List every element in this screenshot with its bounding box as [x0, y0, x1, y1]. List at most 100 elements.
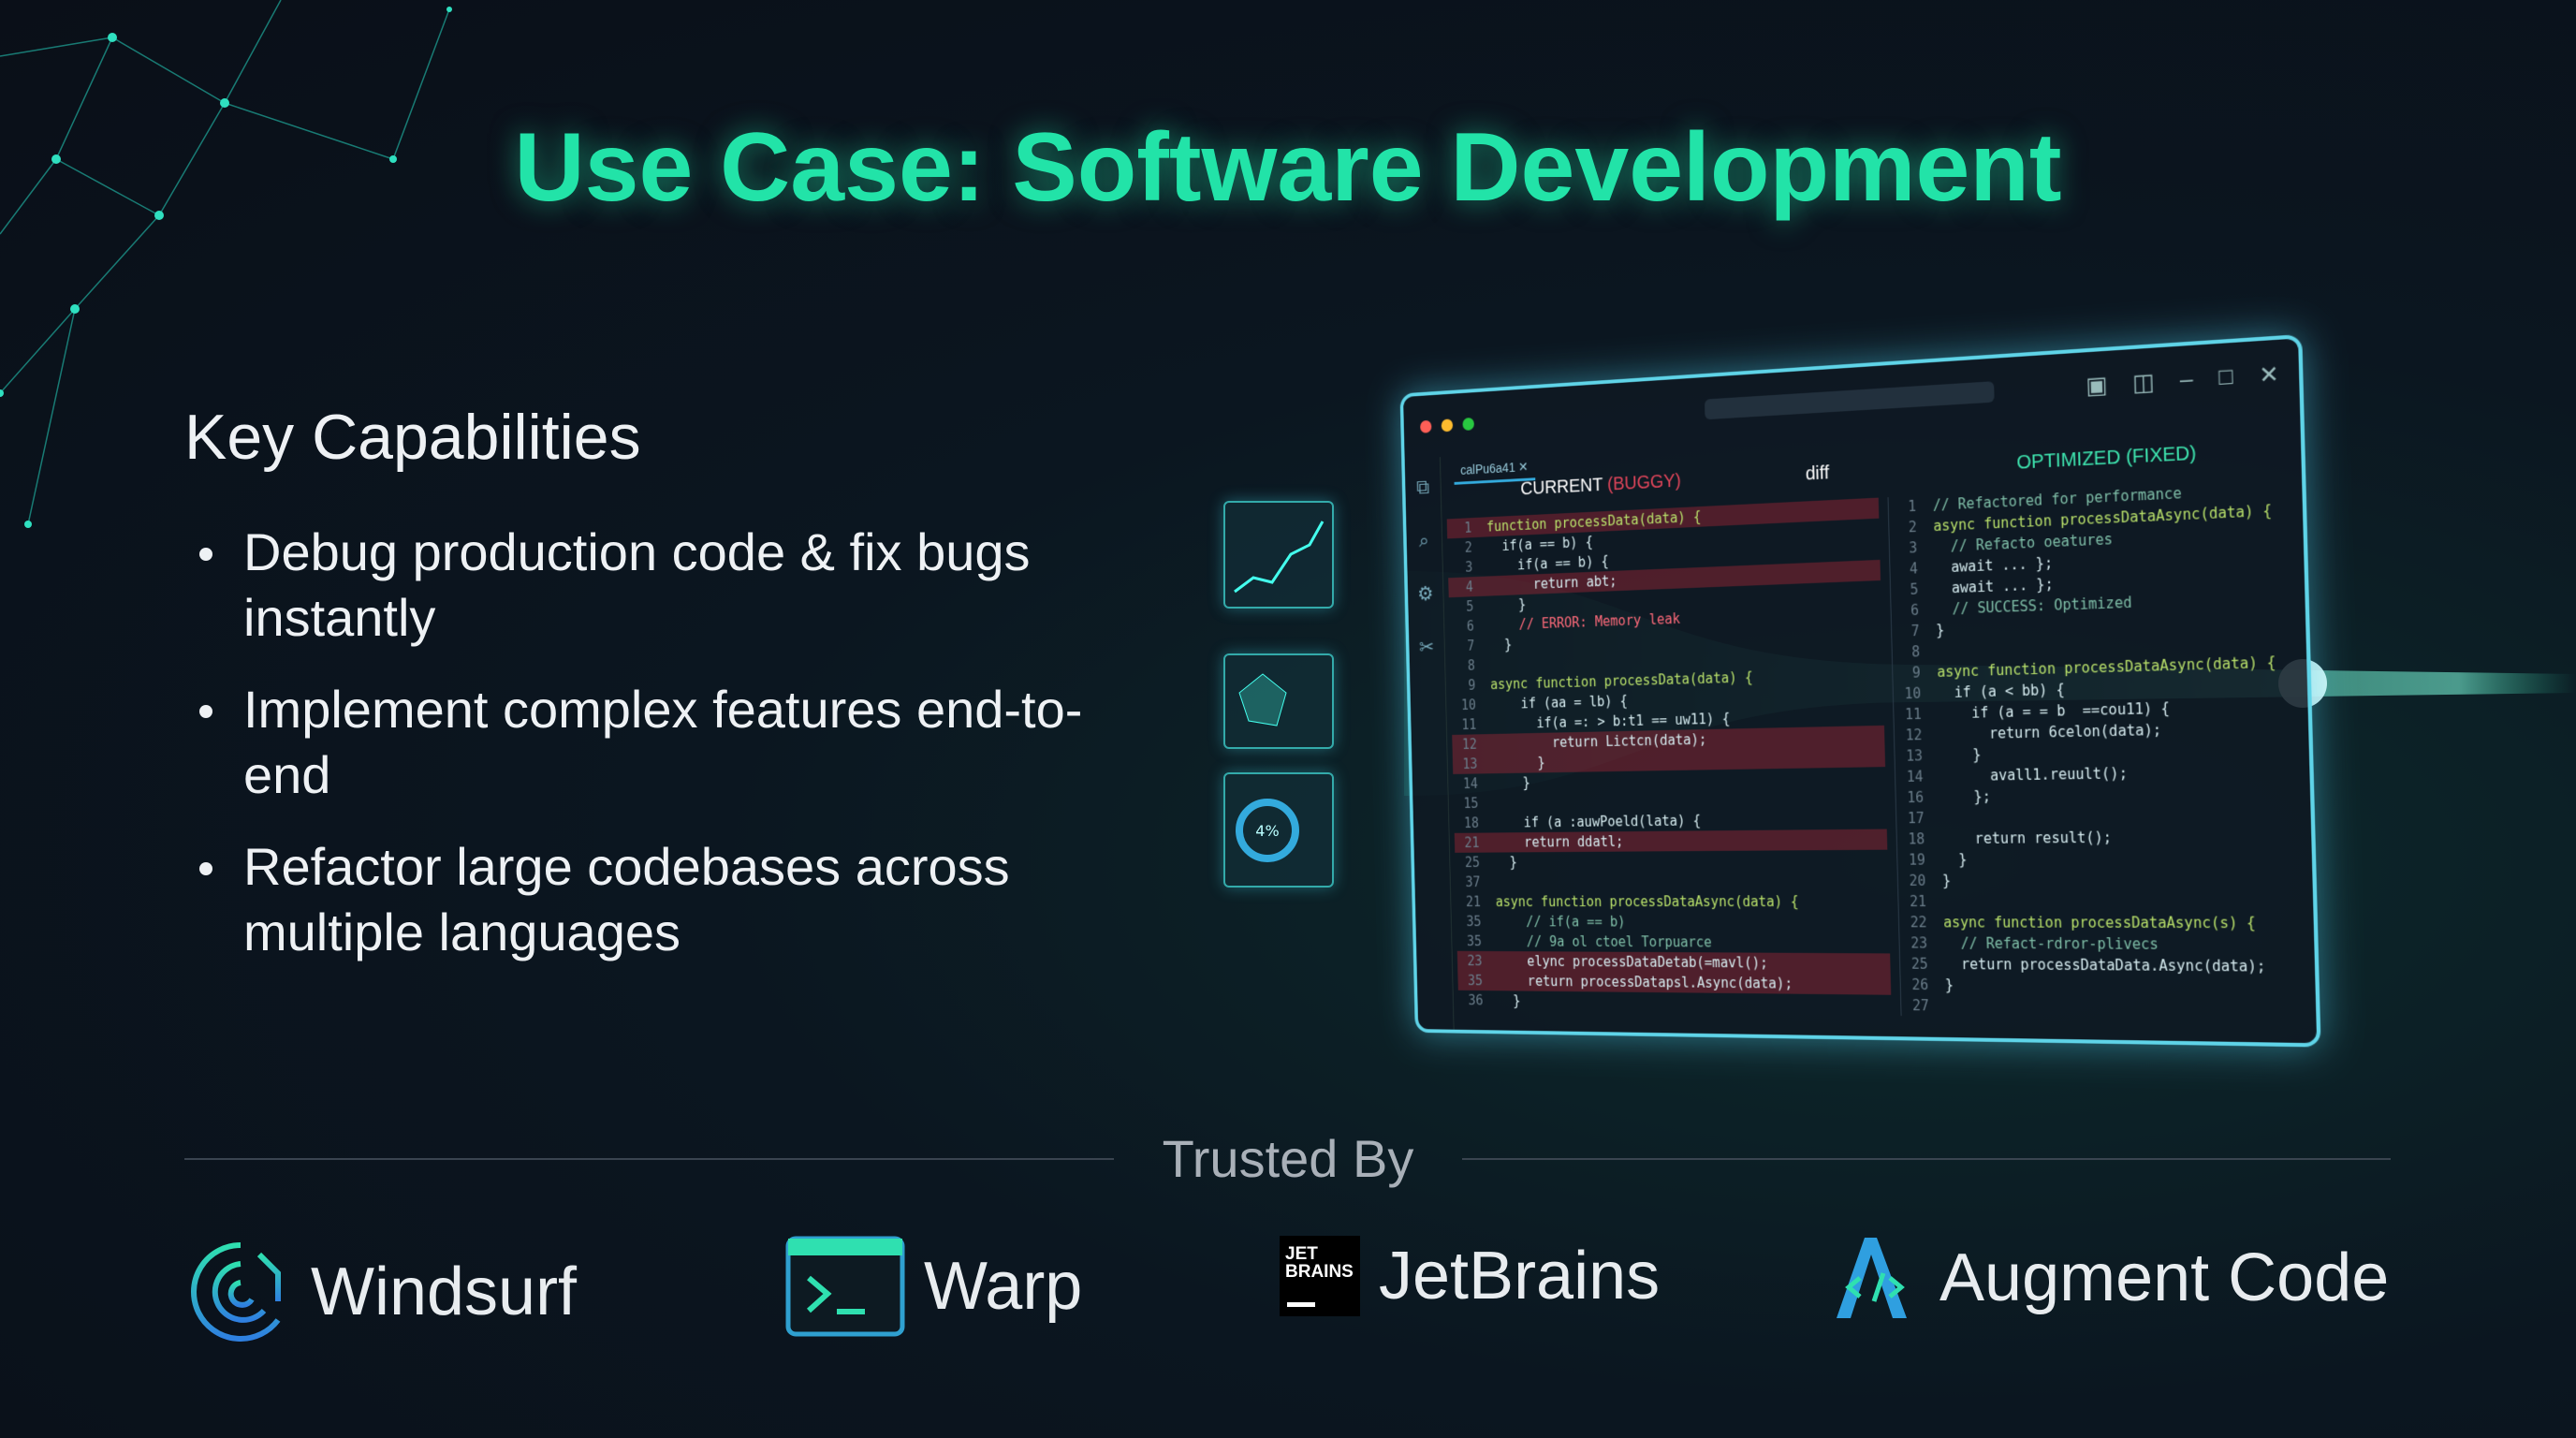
line-number: 4 [1909, 560, 1919, 578]
capability-item: Debug production code & fix bugs instant… [192, 520, 1128, 651]
line-number: 17 [1907, 809, 1925, 828]
diff-label: diff [1805, 462, 1830, 485]
line-number: 15 [1463, 795, 1479, 812]
code-text: } [1944, 976, 1954, 994]
code-line: 25 return processDataData.Async(data); [1900, 953, 2321, 977]
line-number: 6 [1466, 618, 1475, 635]
line-number: 21 [1464, 834, 1480, 851]
line-number: 7 [1910, 622, 1920, 640]
editor-stage: ▣◫–□✕ ⧉⌕⚙✂ calPu6a41 ✕ CURRENT (BUGGY) d… [1217, 300, 2574, 1067]
code-text: } [1492, 774, 1531, 792]
line-number: 18 [1908, 830, 1925, 848]
line-number: 14 [1462, 775, 1479, 792]
code-line: 35 // 9a ol ctoel Torpuarce [1456, 932, 1890, 954]
code-text: } [1492, 754, 1545, 772]
trusted-by-label: Trusted By [1162, 1129, 1414, 1188]
divider-left [184, 1158, 1114, 1160]
page-title: Use Case: Software Development [514, 113, 2062, 222]
close-icon[interactable]: ✕ [2258, 360, 2279, 389]
title-bar: ▣ ◫–□ ✕ [1403, 338, 2300, 459]
line-number: 12 [1461, 736, 1478, 753]
search-bar[interactable] [1705, 381, 1995, 420]
minimize-dot[interactable] [1441, 418, 1454, 433]
line-number: 36 [1468, 991, 1484, 1009]
line-number: 26 [1911, 976, 1929, 994]
line-number: 21 [1909, 892, 1927, 911]
logo-augment-code: Augment Code [1832, 1236, 2389, 1320]
extensions-icon[interactable]: ⚙ [1416, 581, 1434, 606]
code-text: async function processDataAsync(s) { [1943, 914, 2256, 932]
code-line: 36 } [1458, 990, 1892, 1016]
minimize-icon[interactable]: – [2179, 365, 2194, 393]
debug-icon[interactable]: ✂ [1418, 635, 1435, 659]
line-number: 25 [1910, 955, 1928, 973]
gauge-widget: 4% [1223, 772, 1334, 888]
code-text: } [1498, 992, 1521, 1009]
line-number: 7 [1467, 638, 1475, 654]
code-text: return Lictcn(data); [1491, 730, 1707, 753]
line-number: 10 [1904, 684, 1922, 703]
line-number: 23 [1467, 952, 1483, 970]
line-number: 9 [1911, 664, 1921, 682]
code-text: if (aa = lb) { [1490, 692, 1629, 713]
terminal-icon [785, 1236, 905, 1337]
line-number: 6 [1910, 601, 1920, 620]
code-text: await ... }; [1934, 554, 2054, 577]
chart-widget [1223, 501, 1334, 609]
capability-item: Refactor large codebases across multiple… [192, 834, 1128, 965]
line-number: 5 [1466, 598, 1474, 615]
split-icon[interactable]: ◫ [2131, 368, 2156, 397]
logo-jetbrains: JET BRAINS JetBrains [1280, 1236, 1660, 1316]
code-line: 21 [1898, 890, 2320, 912]
line-number: 9 [1468, 677, 1476, 694]
capabilities-list: Debug production code & fix bugs instant… [192, 520, 1128, 991]
line-number: 1 [1464, 520, 1472, 536]
search-icon[interactable]: ⌕ [1418, 528, 1430, 552]
divider-right [1462, 1158, 2391, 1160]
code-text: } [1939, 746, 1982, 765]
capability-item: Implement complex features end-to-end [192, 677, 1128, 808]
code-line: 37 [1456, 871, 1889, 892]
line-number: 18 [1463, 814, 1480, 831]
line-number: 16 [1907, 788, 1925, 807]
code-line: 20} [1898, 869, 2321, 891]
code-text: if (a < bb) { [1937, 681, 2066, 702]
line-number: 2 [1908, 518, 1917, 536]
line-number: 20 [1909, 872, 1926, 889]
layout-icon[interactable]: ▣ [2085, 372, 2108, 400]
code-text: await ... }; [1934, 575, 2054, 597]
capabilities-heading: Key Capabilities [184, 402, 641, 473]
line-number: 12 [1905, 726, 1923, 744]
line-number: 37 [1465, 873, 1481, 890]
files-icon[interactable]: ⧉ [1415, 475, 1430, 499]
code-text: // if(a == b) [1496, 913, 1626, 931]
close-dot[interactable] [1420, 419, 1432, 433]
line-number: 35 [1466, 932, 1483, 950]
code-text: if (a :auwPoeld(lata) { [1493, 812, 1702, 831]
code-line: 25 } [1455, 850, 1888, 873]
code-text: } [1941, 851, 1968, 869]
line-number: 35 [1466, 913, 1482, 930]
line-number: 23 [1910, 934, 1928, 952]
code-text: return abt; [1487, 572, 1617, 594]
gauge-value: 4% [1255, 822, 1279, 840]
line-number: 1 [1908, 497, 1917, 516]
code-text: }; [1939, 787, 1991, 806]
line-number: 4 [1465, 579, 1473, 595]
line-number: 19 [1908, 851, 1926, 869]
code-editor-window: ▣◫–□✕ ⧉⌕⚙✂ calPu6a41 ✕ CURRENT (BUGGY) d… [1399, 333, 2321, 1048]
maximize-icon[interactable]: □ [2217, 362, 2233, 390]
line-number: 10 [1460, 697, 1477, 713]
line-number: 27 [1911, 997, 1929, 1015]
line-number: 35 [1467, 972, 1484, 990]
line-number: 11 [1461, 716, 1477, 733]
line-number: 11 [1904, 705, 1923, 724]
line-number: 13 [1905, 747, 1924, 765]
code-text: // 9a ol ctoel Torpuarce [1496, 932, 1712, 951]
code-text: } [1941, 872, 1952, 889]
maximize-dot[interactable] [1462, 417, 1475, 432]
code-line: 18 return result(); [1897, 825, 2320, 849]
